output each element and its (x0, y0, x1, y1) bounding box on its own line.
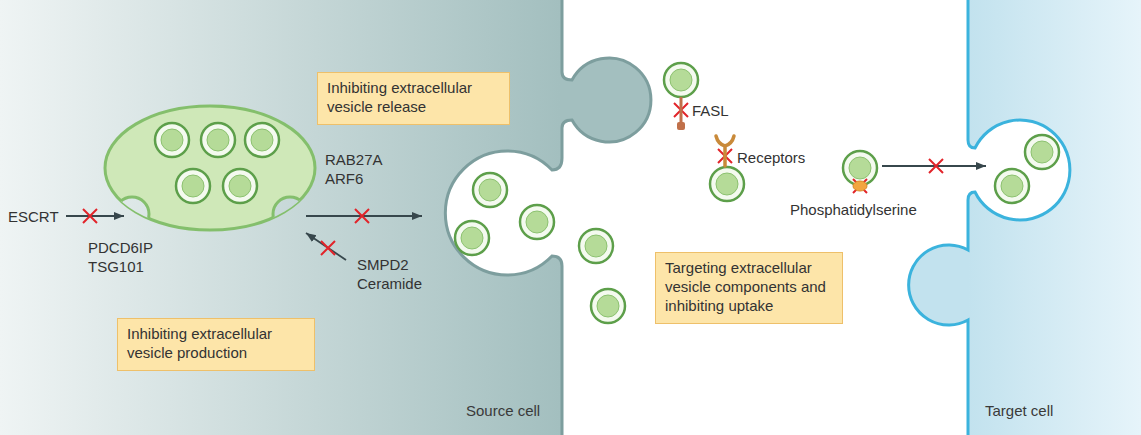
extracellular-vesicle (176, 169, 210, 203)
vesicle-membrane (520, 205, 554, 239)
vesicle-lumen (849, 157, 871, 179)
strategy-box: Inhibiting extracellular vesicle product… (117, 318, 315, 371)
vesicle-lumen (716, 173, 738, 195)
target-cell: Target cell (968, 0, 1141, 435)
extracellular-vesicle (473, 173, 507, 207)
vesicle-membrane (591, 289, 625, 323)
vesicle-lumen (597, 295, 619, 317)
vesicle-membrane (995, 169, 1029, 203)
vesicle-lumen (585, 235, 607, 257)
vesicle-lumen (207, 129, 229, 151)
molecule-label: ESCRT (8, 207, 59, 226)
extracellular-vesicle (245, 123, 279, 157)
vesicle-lumen (1001, 175, 1023, 197)
extracellular-vesicle (591, 289, 625, 323)
extracellular-vesicle (1025, 135, 1059, 169)
inhibition-cross (83, 209, 97, 223)
vesicle-lumen (229, 175, 251, 197)
inhibition-cross (929, 159, 943, 173)
inhibition-cross (321, 241, 335, 255)
molecule-label: PDCD6IP TSG101 (88, 238, 153, 276)
multivesicular-body (105, 106, 315, 230)
vesicle-membrane (176, 169, 210, 203)
source-cell: Source cell Inhibiting extracellular vesi… (0, 0, 562, 435)
vesicle-lumen (479, 179, 501, 201)
vesicle-lumen (182, 175, 204, 197)
molecule-label: RAB27A ARF6 (325, 150, 382, 188)
extracellular-vesicle (843, 151, 877, 185)
molecule-label: SMPD2 Ceramide (357, 255, 422, 293)
vesicle-membrane (473, 173, 507, 207)
extracellular-vesicle (520, 205, 554, 239)
extracellular-vesicle (995, 169, 1029, 203)
vesicle-lumen (251, 129, 273, 151)
phosphatidylserine (853, 181, 867, 191)
vesicle-membrane (579, 229, 613, 263)
inhibition-cross (853, 179, 867, 193)
vesicle-lumen (670, 69, 692, 91)
vesicle-membrane (245, 123, 279, 157)
source-cell-body (0, 0, 651, 435)
vesicle-membrane (664, 63, 698, 97)
pathway-arrow (306, 233, 346, 260)
extracellular-vesicle (223, 169, 257, 203)
extracellular-vesicle (664, 63, 698, 97)
mvb-notch (115, 197, 149, 231)
strategy-box: Inhibiting extracellular vesicle release (317, 72, 510, 125)
vesicle-lumen (526, 211, 548, 233)
extracellular-vesicle (201, 123, 235, 157)
strategy-box: Targeting extracellular vesicle componen… (655, 252, 843, 324)
extracellular-vesicle (455, 221, 489, 255)
vesicle-membrane (1025, 135, 1059, 169)
strategy-text: Inhibiting extracellular vesicle product… (127, 324, 302, 362)
strategy-text: Inhibiting extracellular vesicle release (327, 78, 497, 116)
vesicle-lumen (1031, 141, 1053, 163)
vesicle-membrane (223, 169, 257, 203)
extracellular-vesicle (710, 167, 744, 201)
vesicle-lumen (461, 227, 483, 249)
source-membrane (445, 0, 651, 435)
vesicle-membrane (455, 221, 489, 255)
vesicle-membrane (155, 123, 189, 157)
target-cell-body (909, 0, 1141, 435)
cell-label: Target cell (985, 402, 1053, 419)
vesicle-membrane (710, 167, 744, 201)
molecule-label: Receptors (737, 148, 805, 167)
strategy-text: Targeting extracellular vesicle componen… (665, 258, 830, 315)
target-membrane (909, 0, 1070, 435)
pathway-arrow (66, 215, 124, 217)
receptor (716, 136, 734, 166)
molecule-label: FASL (692, 101, 729, 120)
vesicle-membrane (201, 123, 235, 157)
fasl-ligand (677, 122, 685, 130)
molecule-label: Phosphatidylserine (790, 200, 917, 219)
extracellular-vesicle (155, 123, 189, 157)
cell-label: Source cell (466, 402, 540, 419)
mvb-notch (273, 197, 307, 231)
vesicle-lumen (161, 129, 183, 151)
inhibition-cross (355, 209, 369, 223)
extracellular-vesicle (579, 229, 613, 263)
vesicle-membrane (843, 151, 877, 185)
